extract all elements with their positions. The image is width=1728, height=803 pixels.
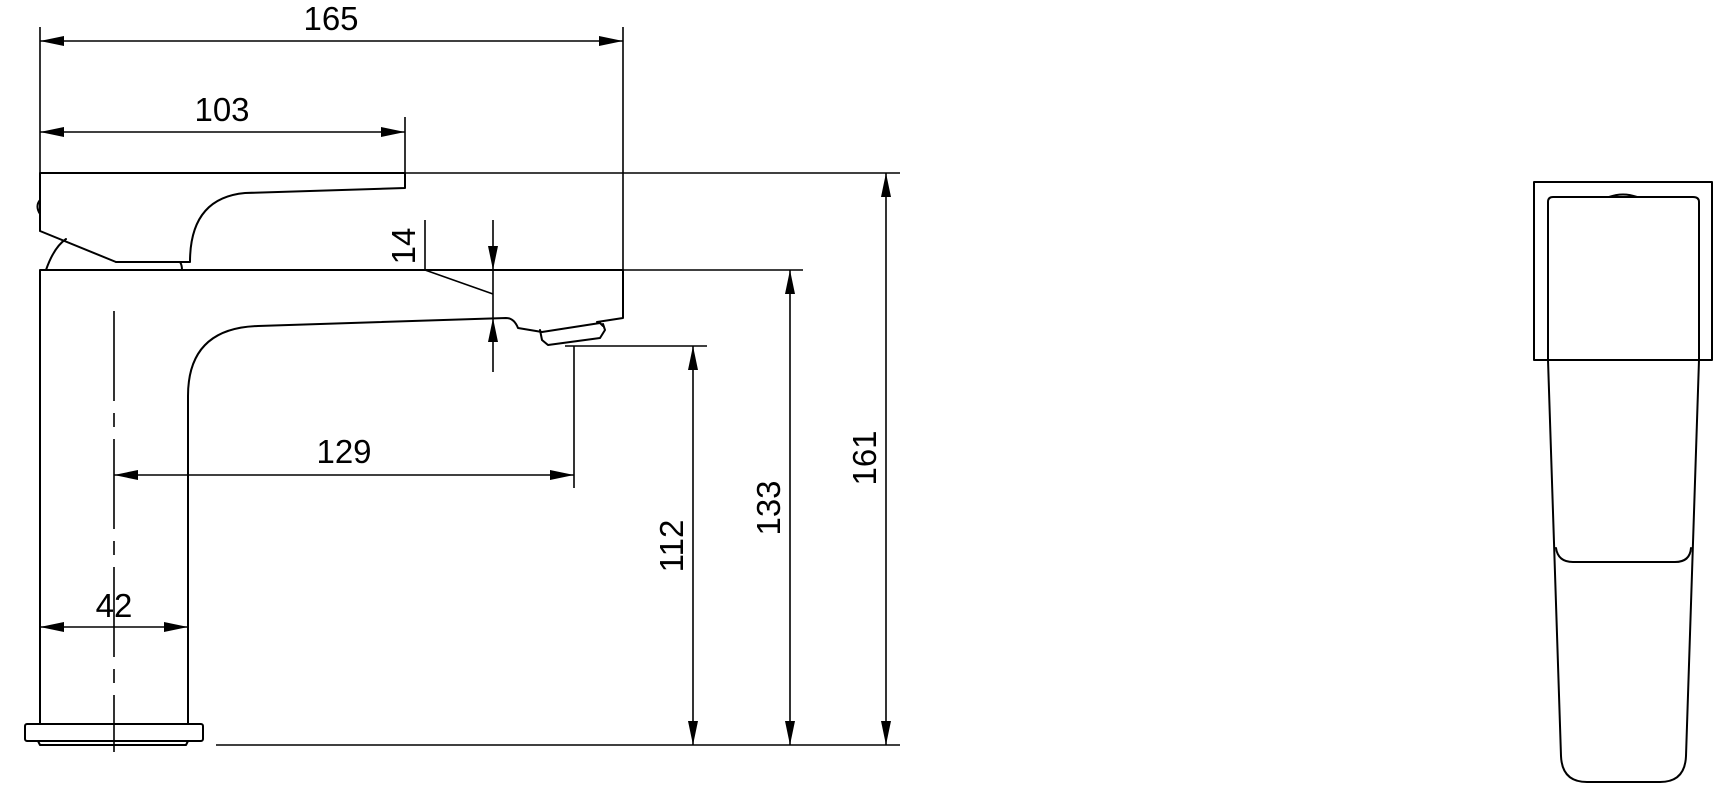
dim-label-112: 112: [653, 520, 690, 573]
dim-label-42: 42: [96, 587, 133, 624]
aerator: [539, 323, 606, 346]
dimension-overall-length: 165: [39, 0, 624, 318]
dimension-body-width: 42: [40, 587, 188, 632]
dimension-body-height: 133: [623, 269, 803, 745]
dimension-spout-height: 112: [216, 345, 900, 746]
dimension-spout-reach: 129: [114, 346, 575, 488]
base-plate-underside: [37, 740, 189, 746]
dim-label-161: 161: [846, 430, 883, 485]
front-view-top-cap: [1608, 193, 1638, 198]
lever-pivot-arc: [45, 238, 67, 271]
side-view: [24, 172, 624, 752]
lever-end-arc: [36, 199, 41, 215]
front-view-handle-inner: [1547, 196, 1700, 361]
dim-label-133: 133: [750, 480, 787, 535]
dim-label-14: 14: [385, 228, 422, 265]
dim-label-165: 165: [303, 0, 358, 37]
front-view-handle-bottom: [1555, 547, 1692, 563]
dim-label-129: 129: [316, 433, 371, 470]
front-view-body: [1547, 359, 1700, 783]
front-view-handle-cap: [1533, 181, 1713, 361]
faucet-body-spout: [39, 269, 624, 725]
lever-underside: [115, 261, 183, 271]
dimension-overall-height: 161: [405, 172, 900, 745]
dimension-handle-height: 14: [385, 220, 498, 372]
dimension-handle-length: 103: [40, 91, 406, 173]
front-view: [1533, 181, 1713, 783]
dim-label-103: 103: [194, 91, 249, 128]
lever-handle: [39, 172, 406, 263]
